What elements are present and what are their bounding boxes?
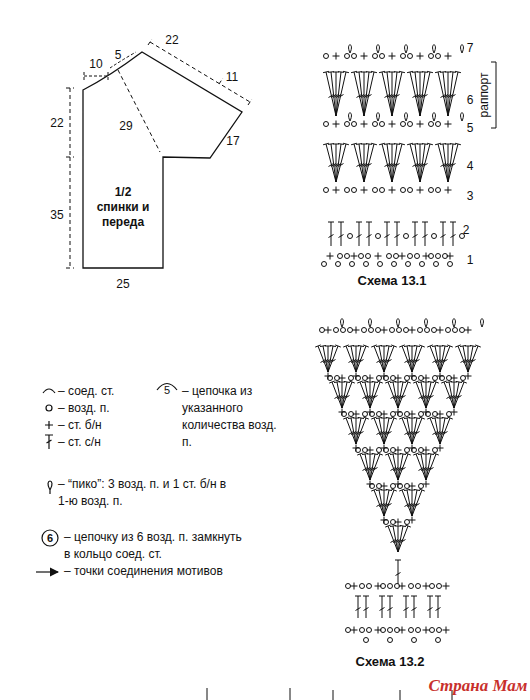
row-number: 4 [467, 159, 474, 173]
legend-entry: – соед. ст. [58, 383, 114, 400]
piece-name: 1/2 спинки и переда [95, 185, 151, 230]
cut-off-lines [207, 688, 452, 700]
legend-entry: – цепочку из 6 возд. п. замкнуть в кольц… [64, 529, 246, 563]
row-number: 6 [467, 93, 474, 107]
repeat-label: раппорт [477, 73, 491, 118]
row-number: 7 [467, 41, 474, 55]
dimension: 22 [165, 33, 178, 47]
stitch-chart [315, 45, 483, 643]
row-number: 5 [467, 121, 474, 135]
row-number: 2 [463, 223, 470, 237]
dimension: 35 [50, 208, 63, 222]
dimension: 17 [226, 134, 239, 148]
watermark: Страна Мам [428, 679, 527, 693]
legend-entry: – ст. б/н [58, 417, 102, 434]
row-number: 3 [467, 189, 474, 203]
repeat-bracket [491, 62, 496, 128]
dimension: 11 [226, 70, 238, 84]
chart-title: Схема 13.2 [356, 655, 425, 669]
symbol-number: 6 [47, 531, 53, 545]
chart-title: Схема 13.1 [358, 274, 427, 288]
legend-entry: – “пико”: 3 возд. п. и 1 ст. б/н в 1-ю в… [58, 476, 236, 510]
legend-entry: – ст. с/н [58, 434, 101, 451]
symbol-number: 5 [164, 383, 170, 397]
dimension: 10 [89, 57, 102, 71]
dimension: 29 [119, 119, 132, 133]
dimension: 22 [50, 116, 63, 130]
dimension: 5 [115, 48, 122, 62]
row-number: 1 [467, 253, 474, 267]
legend-entry: – возд. п. [58, 400, 110, 417]
dimension-lines [66, 39, 252, 268]
dimension: 25 [116, 277, 129, 291]
legend-entry: – точки соединения мотивов [64, 563, 223, 580]
garment-shape [83, 52, 242, 268]
legend-entry: – цепочка из указанного количества возд.… [182, 383, 278, 451]
